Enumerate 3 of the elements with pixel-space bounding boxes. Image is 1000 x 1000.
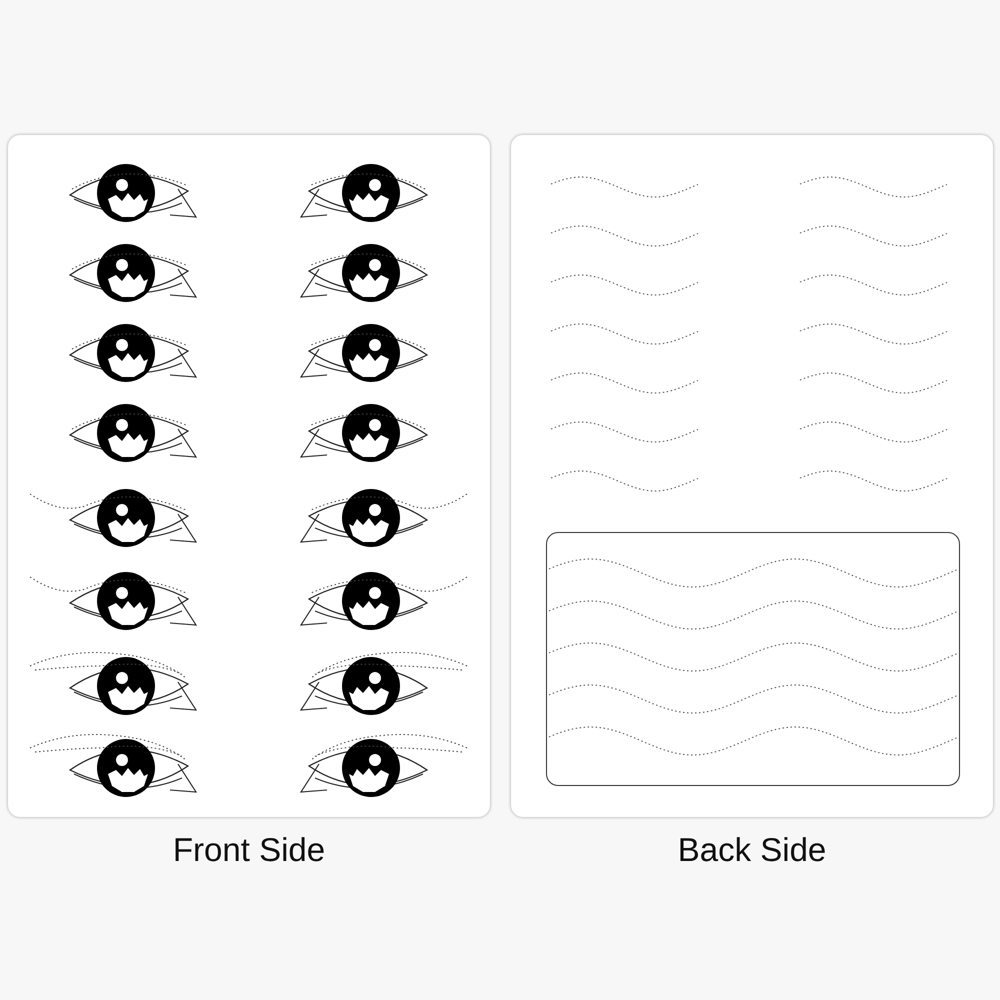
side-caption: Front Side [172, 831, 326, 869]
practice-box [546, 532, 960, 786]
side-caption: Back Side [676, 831, 828, 869]
